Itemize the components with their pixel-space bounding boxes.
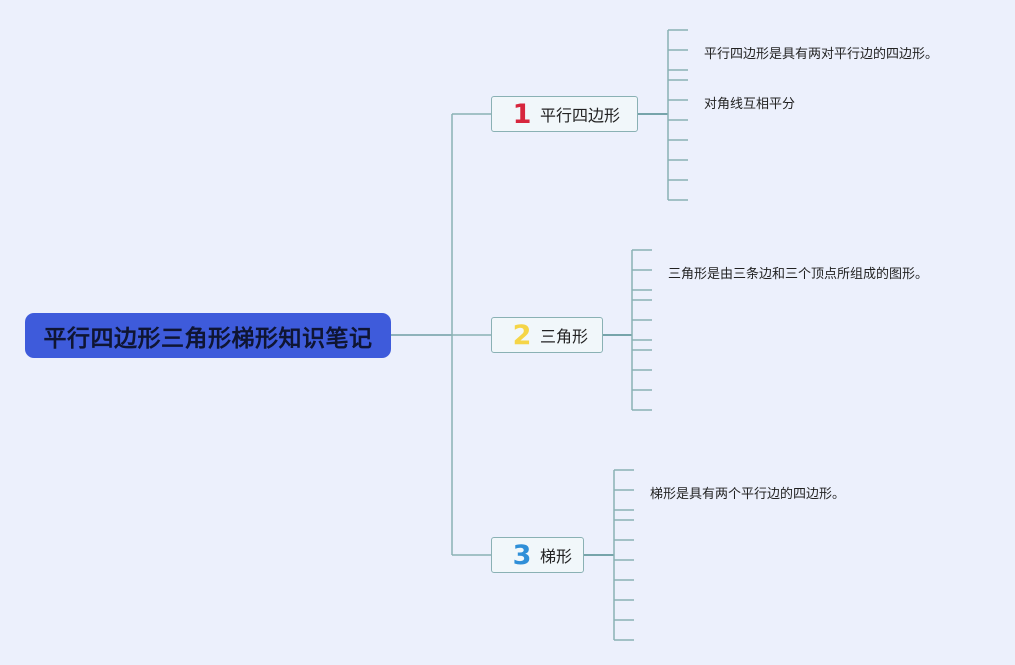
number-three-icon: 3	[512, 539, 532, 571]
topic-label: 梯形	[540, 547, 573, 566]
topic-triangle[interactable]: 2 三角形	[491, 317, 603, 353]
number-one-icon: 1	[512, 98, 532, 130]
topic-label: 平行四边形	[540, 106, 621, 125]
note-parallelogram-diagonals[interactable]: 对角线互相平分	[704, 97, 796, 112]
topic-trapezoid[interactable]: 3 梯形	[491, 537, 584, 573]
topic-parallelogram[interactable]: 1 平行四边形	[491, 96, 638, 132]
note-trapezoid-definition[interactable]: 梯形是具有两个平行边的四边形。	[650, 487, 846, 502]
topic-label: 三角形	[540, 327, 589, 346]
note-parallelogram-definition[interactable]: 平行四边形是具有两对平行边的四边形。	[704, 47, 939, 62]
note-triangle-definition[interactable]: 三角形是由三条边和三个顶点所组成的图形。	[668, 267, 929, 282]
number-two-icon: 2	[512, 319, 532, 351]
root-topic[interactable]: 平行四边形三角形梯形知识笔记	[25, 313, 391, 358]
root-title: 平行四边形三角形梯形知识笔记	[43, 325, 373, 352]
